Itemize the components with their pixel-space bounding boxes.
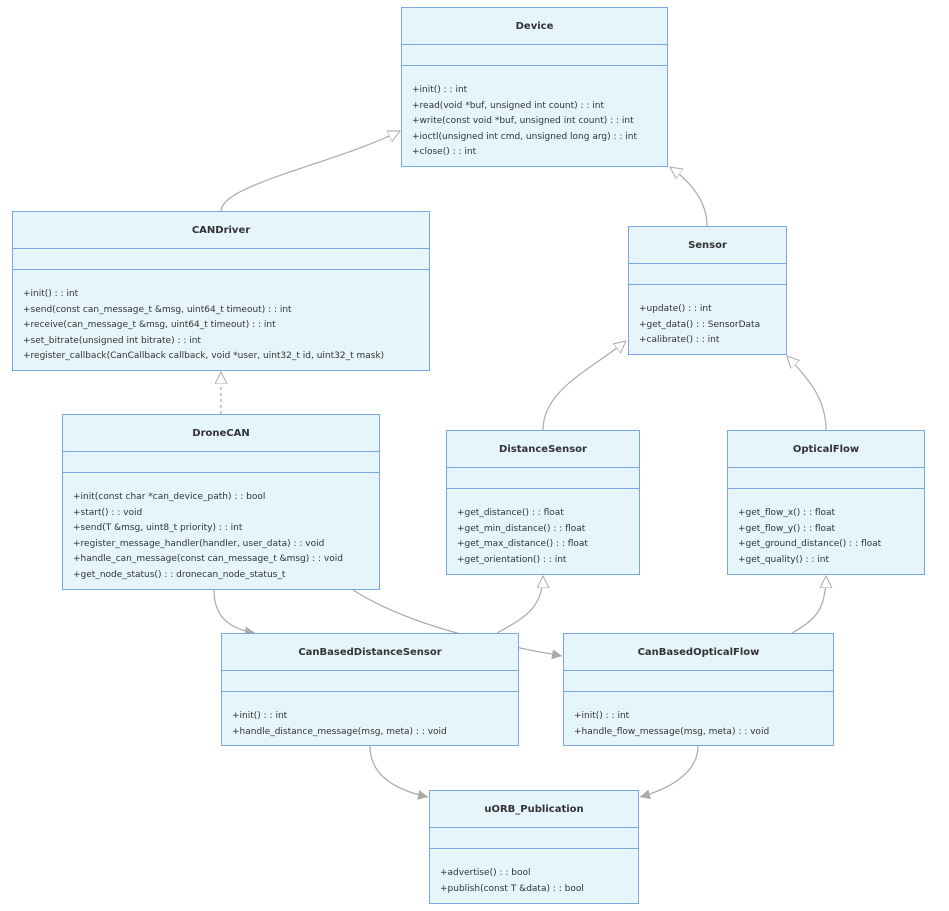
method: +init() : : int <box>574 711 630 721</box>
inheritance-edge-candriver-to-device <box>220 131 400 212</box>
attributes-section <box>63 451 379 472</box>
method: +get_min_distance() : : float <box>457 523 586 534</box>
association-edge-canbasedopticalflow-to-uorbpublication <box>639 745 699 800</box>
methods-section: +get_flow_x() : : float +get_flow_y() : :… <box>728 488 924 568</box>
class-name: CanBasedDistanceSensor <box>298 646 442 658</box>
methods-section: +init() : : int +read(void *buf, unsigned… <box>402 65 667 161</box>
methods-section: +init(const char *can_device_path) : : b… <box>63 472 379 584</box>
method: +init() : : int <box>232 711 288 721</box>
attributes-section <box>728 467 924 488</box>
attributes-section <box>402 44 667 65</box>
class-box-canbasedopticalflow[interactable]: CanBasedOpticalFlow +init() : : int +handl… <box>563 633 834 746</box>
attributes-section <box>564 670 833 691</box>
methods-section: +init() : : int +send(const can_message_t… <box>13 269 429 365</box>
method: +init(const char *can_device_path) : : b… <box>73 492 266 502</box>
method: +calibrate() : : int <box>639 335 720 346</box>
attributes-section <box>13 248 429 269</box>
class-name: CANDriver <box>191 224 251 236</box>
class-box-uorbpublication[interactable]: uORB_Publication +advertise() : : bool +pu… <box>429 790 639 904</box>
method: +set_bitrate(unsigned int bitrate) : : i… <box>23 335 201 346</box>
class-name: Device <box>515 20 554 32</box>
method: +get_distance() : : float <box>457 508 564 518</box>
method: +send(T &msg, uint8_t priority) : : int <box>73 523 243 534</box>
inheritance-edge-opticalflow-to-sensor <box>787 356 827 431</box>
inheritance-edge-distancesensor-to-sensor <box>542 341 626 431</box>
attributes-section <box>222 670 518 691</box>
method: +advertise() : : bool <box>440 868 531 878</box>
method: +get_flow_x() : : float <box>738 508 836 518</box>
method: +update() : : int <box>639 304 712 314</box>
method: +handle_flow_message(msg, meta) : : void <box>574 726 770 737</box>
method: +receive(can_message_t &msg, uint64_t ti… <box>23 320 276 331</box>
class-name: OpticalFlow <box>792 443 860 455</box>
class-name: uORB_Publication <box>484 803 584 815</box>
methods-section: +init() : : int +handle_distance_message(… <box>222 691 518 740</box>
methods-section: +get_distance() : : float +get_min_distan… <box>447 488 639 568</box>
class-name: DistanceSensor <box>499 443 587 455</box>
class-box-opticalflow[interactable]: OpticalFlow+get_flow_x() : : float+get_f… <box>727 430 925 575</box>
method: +read(void *buf, unsigned int count) : :… <box>412 100 605 111</box>
inheritance-edge-canbasedopticalflow-to-opticalflow <box>791 576 826 634</box>
inheritance-edge-sensor-to-device <box>670 167 708 227</box>
class-name: DroneCAN <box>192 427 250 439</box>
class-box-candriver[interactable]: CANDriver +init() : : int +send(const can_… <box>12 211 430 371</box>
method: +close() : : int <box>412 147 477 158</box>
method: +init() : : int <box>23 289 79 299</box>
method: +handle_distance_message(msg, meta) : : … <box>232 726 447 737</box>
class-box-device[interactable]: Device +init() : : int +read(void *buf, un… <box>401 7 668 167</box>
method: +handle_can_message(const can_message_t … <box>73 554 343 565</box>
class-box-sensor[interactable]: Sensor +update() : : int +get_data() : : S… <box>628 226 787 355</box>
method: +get_data() : : SensorData <box>639 319 761 330</box>
method: +get_flow_y() : : float <box>738 523 836 534</box>
method: +publish(const T &data) : : bool <box>440 883 584 894</box>
association-edge-canbaseddistancesensor-to-uorbpublication <box>369 745 429 800</box>
method: +register_callback(CanCallback callback,… <box>23 351 385 362</box>
methods-section: +advertise() : : bool +publish(const T &d… <box>430 848 638 897</box>
method: +send(const can_message_t &msg, uint64_t… <box>23 304 292 315</box>
methods-section: +update() : : int +get_data() : : SensorD… <box>629 284 786 349</box>
method: +register_message_handler(handler, user_… <box>73 538 325 549</box>
class-name: CanBasedOpticalFlow <box>637 646 760 658</box>
class-box-dronecan[interactable]: DroneCAN +init(const char *can_device_pat… <box>62 414 380 590</box>
class-name: Sensor <box>688 239 727 251</box>
inheritance-edge-canbaseddistancesensor-to-distancesensor <box>496 576 543 634</box>
association-edge-dronecan-to-canbasedopticalflow <box>352 589 563 660</box>
method: +get_ground_distance() : : float <box>738 539 882 550</box>
method: +get_quality() : : int <box>738 554 830 565</box>
class-box-distancesensor[interactable]: DistanceSensor+get_distance() : : float+… <box>446 430 640 575</box>
association-edge-dronecan-to-canbaseddistancesensor <box>213 589 256 637</box>
method: +get_max_distance() : : float <box>457 539 588 550</box>
method: +get_node_status() : : dronecan_node_sta… <box>73 569 286 580</box>
attributes-section <box>447 467 639 488</box>
method: +ioctl(unsigned int cmd, unsigned long a… <box>412 131 637 142</box>
method: +get_orientation() : : int <box>457 554 567 565</box>
attributes-section <box>430 827 638 848</box>
method: +write(const void *buf, unsigned int cou… <box>412 116 634 127</box>
class-box-canbaseddistancesensor[interactable]: CanBasedDistanceSensor +init() : : int +ha… <box>221 633 519 746</box>
method: +init() : : int <box>412 85 468 95</box>
attributes-section <box>629 263 786 284</box>
methods-section: +init() : : int +handle_flow_message(msg,… <box>564 691 833 740</box>
method: +start() : : void <box>73 507 143 518</box>
